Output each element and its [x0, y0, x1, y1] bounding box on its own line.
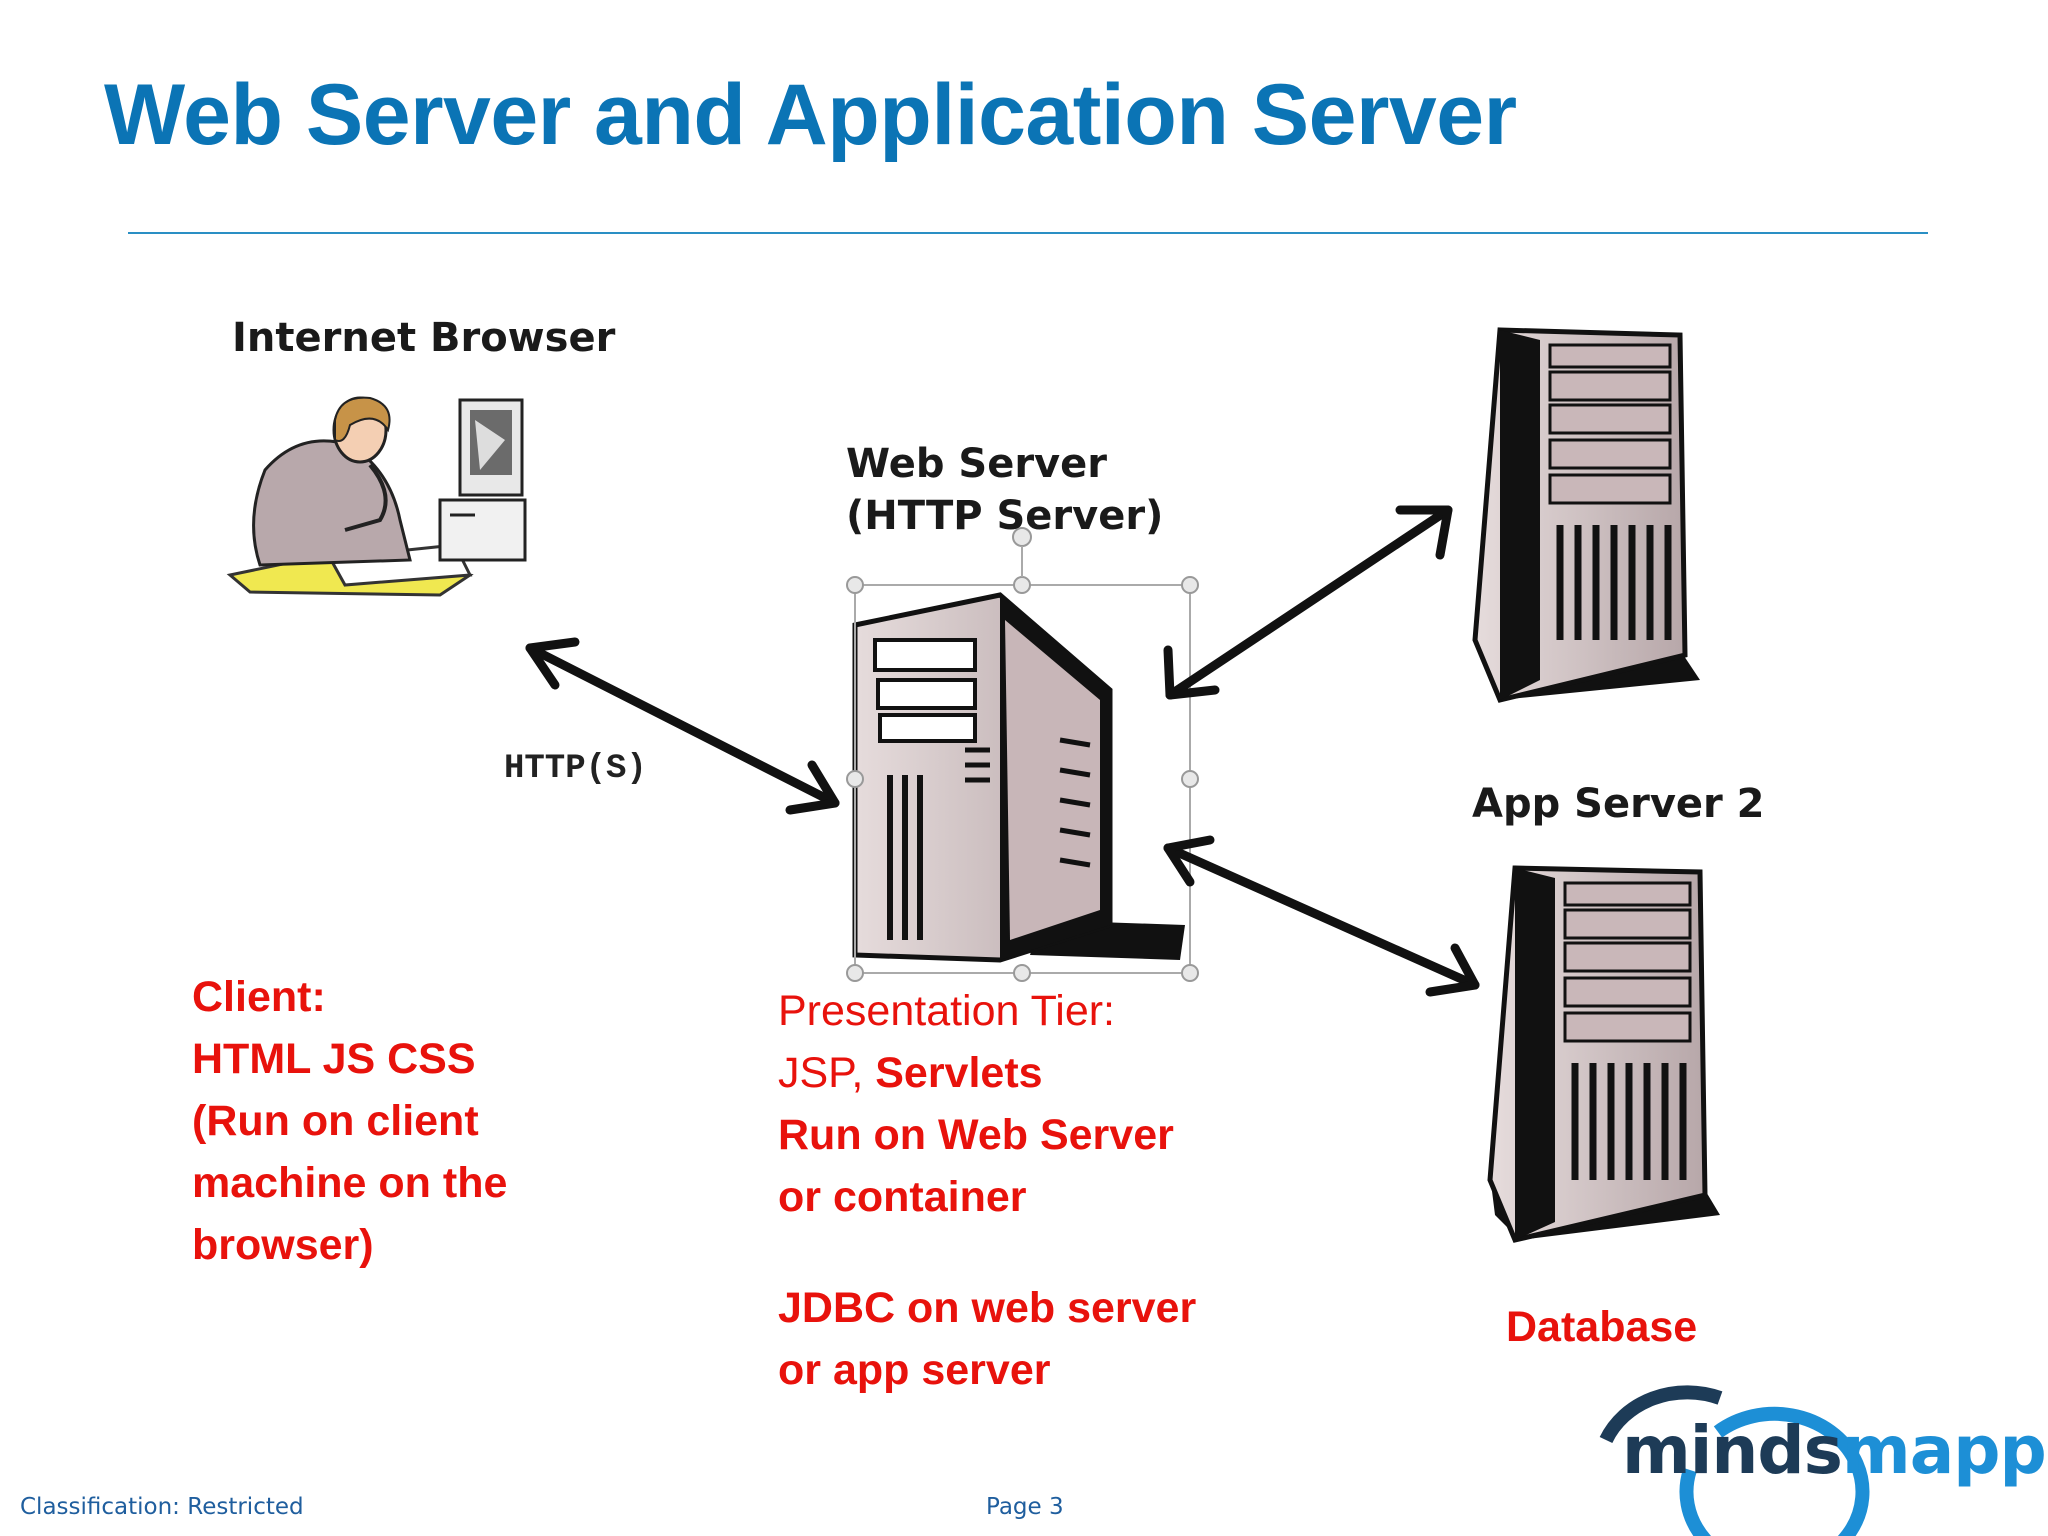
app-server-1-icon	[1472, 327, 1700, 703]
jdbc-note-line: or app server	[778, 1346, 1051, 1394]
app-server-2-icon	[1487, 865, 1720, 1243]
database-label-text: Database	[1506, 1303, 1698, 1351]
slide-title: Web Server and Application Server	[104, 67, 1517, 163]
client-note-line: (Run on client	[192, 1097, 479, 1145]
mindsmapped-logo: mindsmapped	[1622, 1412, 2048, 1489]
presentation-note-line: or container	[778, 1173, 1027, 1221]
presentation-notes: Presentation Tier: JSP, Servlets Run on …	[778, 980, 1174, 1228]
database-label: Database	[1506, 1296, 1697, 1358]
client-notes: Client: HTML JS CSS (Run on client machi…	[192, 966, 507, 1276]
title-divider	[128, 232, 1928, 234]
client-note-line: HTML JS CSS	[192, 1035, 476, 1083]
classification-label: Classification: Restricted	[20, 1494, 304, 1520]
presentation-note-jsp: JSP,	[778, 1049, 876, 1097]
logo-text-part1: minds	[1622, 1412, 1843, 1489]
jdbc-notes: JDBC on web server or app server	[778, 1277, 1196, 1401]
user-at-computer-icon	[226, 396, 527, 597]
webserver-appserver2-arrow	[1163, 835, 1480, 997]
client-note-line: machine on the	[192, 1159, 508, 1207]
browser-label: Internet Browser	[232, 315, 616, 361]
webserver-appserver1-arrow	[1163, 505, 1453, 700]
browser-webserver-arrow	[525, 637, 840, 815]
web-server-icon	[846, 527, 1199, 982]
web-server-label: Web Server	[846, 441, 1107, 487]
http-server-label: (HTTP Server)	[846, 493, 1164, 539]
client-note-line: Client:	[192, 973, 326, 1021]
presentation-note-line: Presentation Tier:	[778, 987, 1116, 1035]
client-note-line: browser)	[192, 1221, 374, 1269]
logo-text-part2: mapped	[1841, 1412, 2048, 1489]
page-number: Page 3	[986, 1494, 1064, 1520]
presentation-note-servlets: Servlets	[875, 1049, 1043, 1097]
presentation-note-line: Run on Web Server	[778, 1111, 1174, 1159]
protocol-label: HTTP(S)	[504, 750, 647, 788]
jdbc-note-line: JDBC on web server	[778, 1284, 1197, 1332]
app-server-2-label: App Server 2	[1472, 781, 1765, 827]
mindsmapped-logo-ring	[1599, 1385, 1870, 1536]
